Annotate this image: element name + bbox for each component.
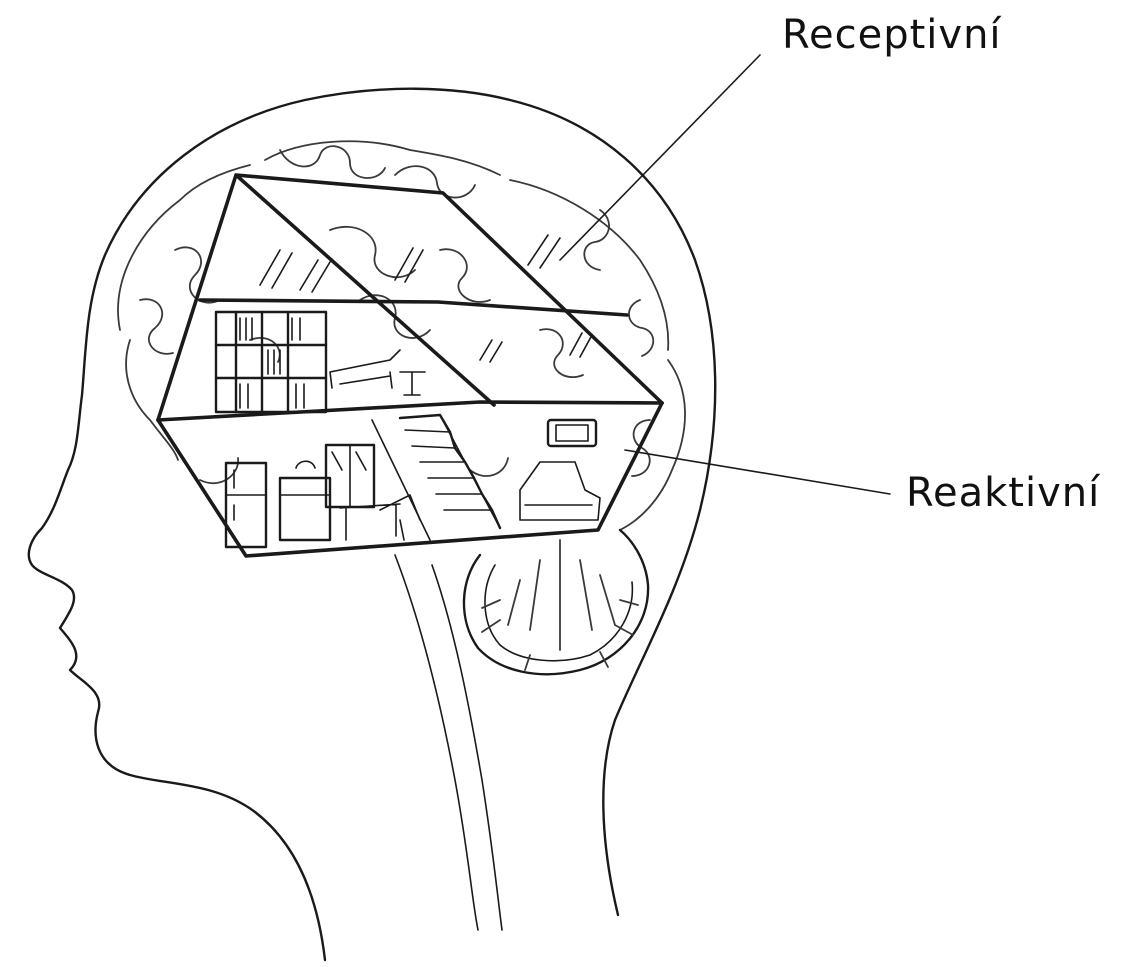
head-outline xyxy=(29,89,715,960)
lower-label: Reaktivní xyxy=(906,470,1100,516)
tv-icon xyxy=(548,420,596,446)
cabinet-icon xyxy=(326,445,374,507)
armchair-icon xyxy=(520,462,600,520)
kitchen-counter-icon xyxy=(280,461,330,540)
lounge-chair-icon xyxy=(330,350,400,388)
upper-leader-line xyxy=(560,55,760,260)
small-table-icon xyxy=(400,372,425,395)
neck-line-left xyxy=(395,555,478,930)
dining-table-icon xyxy=(340,495,420,540)
upper-label: Receptivní xyxy=(782,12,1002,58)
staircase-icon xyxy=(372,415,500,540)
cerebellum xyxy=(464,530,648,674)
neck-line-right xyxy=(432,565,502,930)
brain-folds xyxy=(118,141,685,530)
bookshelf-icon xyxy=(216,312,326,412)
lower-leader-line xyxy=(625,450,890,494)
